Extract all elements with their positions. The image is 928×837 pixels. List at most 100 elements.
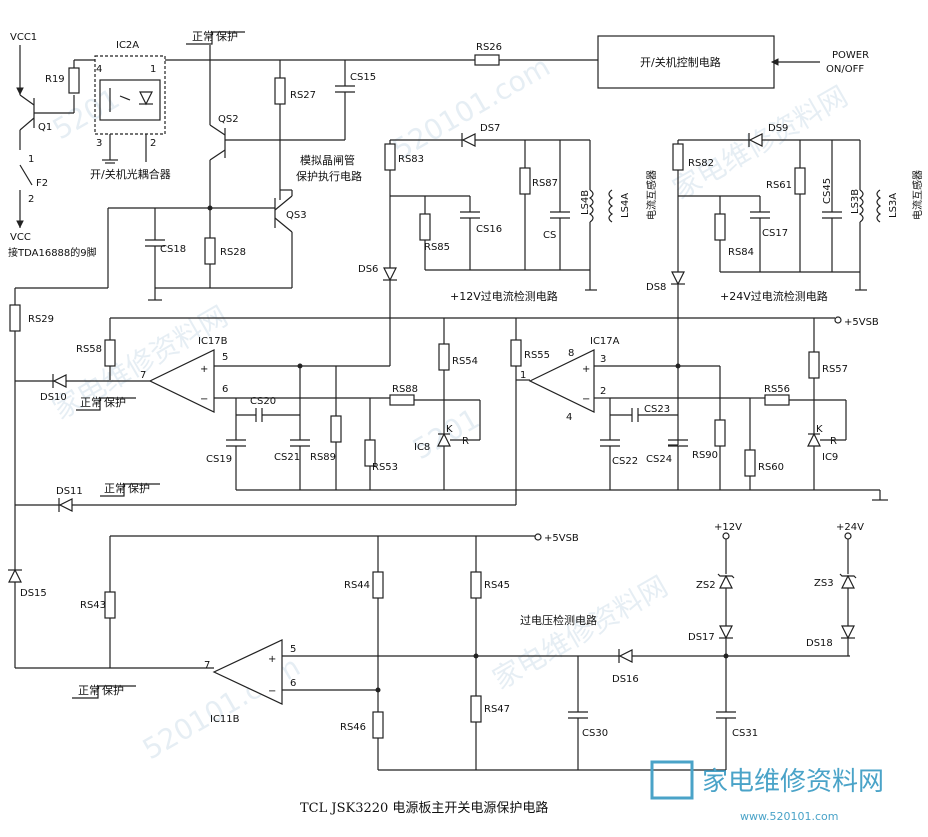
ct-24v-caption: 电流互感器 xyxy=(911,170,924,220)
zs2-label: ZS2 xyxy=(696,580,716,591)
ic17a-pin3: 3 xyxy=(600,354,606,365)
ic17a-minus: − xyxy=(582,394,590,405)
cs23-label: CS23 xyxy=(644,404,670,415)
cs30-label: CS30 xyxy=(582,728,608,739)
rs56-resistor xyxy=(764,394,790,406)
ocp-24v-caption: +24V过电流检测电路 xyxy=(720,289,828,303)
ic17a-pin4: 4 xyxy=(566,412,572,423)
ic8-k: K xyxy=(446,424,453,435)
ls4a-label: LS4A xyxy=(620,193,631,218)
rs61-resistor xyxy=(794,167,806,195)
rs53-label: RS53 xyxy=(372,462,398,473)
svg-text:家电维修资料网: 家电维修资料网 xyxy=(487,569,673,696)
ls3b-label: LS3B xyxy=(850,189,861,214)
cs19-label: CS19 xyxy=(206,454,232,465)
r19-label: R19 xyxy=(45,74,65,85)
r19-resistor xyxy=(68,67,80,94)
ic2a-pin4: 4 xyxy=(96,64,102,75)
optocoupler-box xyxy=(94,55,166,135)
svg-text:5201: 5201 xyxy=(47,82,125,146)
ds15-label: DS15 xyxy=(20,588,47,599)
rs58-label: RS58 xyxy=(76,344,102,355)
ic17b-pin5: 5 xyxy=(222,352,228,363)
rs57-label: RS57 xyxy=(822,364,848,375)
q1-label: Q1 xyxy=(38,122,52,133)
p24v-label: +24V xyxy=(836,522,864,533)
site-logo-url: www.520101.com xyxy=(740,810,838,823)
rs27-resistor xyxy=(274,77,286,105)
ic8-r: R xyxy=(462,436,469,447)
site-logo: 家电维修资料网 www.520101.com xyxy=(650,760,884,823)
ic17a-pin8: 8 xyxy=(568,348,574,359)
state-normal-3: 正常 xyxy=(104,482,126,495)
ic9-k: K xyxy=(816,424,823,435)
thyristor-caption-2: 保护执行电路 xyxy=(296,169,362,183)
ic11b-pin6: 6 xyxy=(290,678,296,689)
ic11b-plus: + xyxy=(268,654,276,665)
ic17b-minus: − xyxy=(200,394,208,405)
rs44-resistor xyxy=(372,571,384,599)
rs87-resistor xyxy=(519,167,531,195)
ic2a-pin1: 1 xyxy=(150,64,156,75)
state-protect-2: 保护 xyxy=(104,395,126,409)
svg-text:520101.com: 520101.com xyxy=(387,50,556,166)
rs89-label: RS89 xyxy=(310,452,336,463)
rs54-label: RS54 xyxy=(452,356,478,367)
rs47-label: RS47 xyxy=(484,704,510,715)
rs90-label: RS90 xyxy=(692,450,718,461)
ic17a-pin2: 2 xyxy=(600,386,606,397)
vcc-label: VCC xyxy=(10,232,31,243)
ic2a-label: IC2A xyxy=(116,40,139,51)
ic17a-label: IC17A xyxy=(590,336,620,347)
rs43-resistor xyxy=(104,591,116,619)
cs16-label: CS16 xyxy=(476,224,502,235)
ls4b-label: LS4B xyxy=(580,190,591,215)
f2-pin2: 2 xyxy=(28,194,34,205)
ic2a-pin2: 2 xyxy=(150,138,156,149)
state-protect-1: 保护 xyxy=(216,29,238,43)
cs20-label: CS20 xyxy=(250,396,276,407)
ic17a-opamp xyxy=(528,349,595,413)
ic17b-label: IC17B xyxy=(198,336,228,347)
ct-12v-caption: 电流互感器 xyxy=(645,170,658,220)
state-normal-2: 正常 xyxy=(80,396,102,409)
cs22-label: CS22 xyxy=(612,456,638,467)
ic17b-pin7: 7 xyxy=(140,370,146,381)
ds6-label: DS6 xyxy=(358,264,378,275)
rs46-resistor xyxy=(372,711,384,739)
rs60-resistor xyxy=(744,449,756,477)
rs61-label: RS61 xyxy=(766,180,792,191)
ic17b-plus: + xyxy=(200,364,208,375)
rs29-resistor xyxy=(9,304,21,332)
cs18-label: CS18 xyxy=(160,244,186,255)
ds8-label: DS8 xyxy=(646,282,666,293)
ds16-label: DS16 xyxy=(612,674,639,685)
qs3-label: QS3 xyxy=(286,210,307,221)
rs26-label: RS26 xyxy=(476,42,502,53)
rs83-resistor xyxy=(384,143,396,171)
state-protect-3: 保护 xyxy=(128,481,150,495)
rs28-resistor xyxy=(204,237,216,265)
rs57-resistor xyxy=(808,351,820,379)
rs45-resistor xyxy=(470,571,482,599)
ovp-caption: 过电压检测电路 xyxy=(520,613,597,627)
ic11b-pin7: 7 xyxy=(204,660,210,671)
ic11b-opamp xyxy=(212,639,283,705)
ocp-12v-caption: +12V过电流检测电路 xyxy=(450,289,558,303)
zs3-label: ZS3 xyxy=(814,578,834,589)
rs55-label: RS55 xyxy=(524,350,550,361)
rs84-resistor xyxy=(714,213,726,241)
rs29-label: RS29 xyxy=(28,314,54,325)
rs85-resistor xyxy=(419,213,431,241)
site-logo-text: 家电维修资料网 xyxy=(702,767,884,797)
rs47-resistor xyxy=(470,695,482,723)
ds10-label: DS10 xyxy=(40,392,67,403)
vcc1-label: VCC1 xyxy=(10,32,37,43)
cs45-label: CS45 xyxy=(822,178,833,204)
rs26-resistor xyxy=(474,54,500,66)
rs54-resistor xyxy=(438,343,450,371)
ic17b-pin6: 6 xyxy=(222,384,228,395)
rs46-label: RS46 xyxy=(340,722,366,733)
optocoupler-caption: 开/关机光耦合器 xyxy=(90,167,171,181)
